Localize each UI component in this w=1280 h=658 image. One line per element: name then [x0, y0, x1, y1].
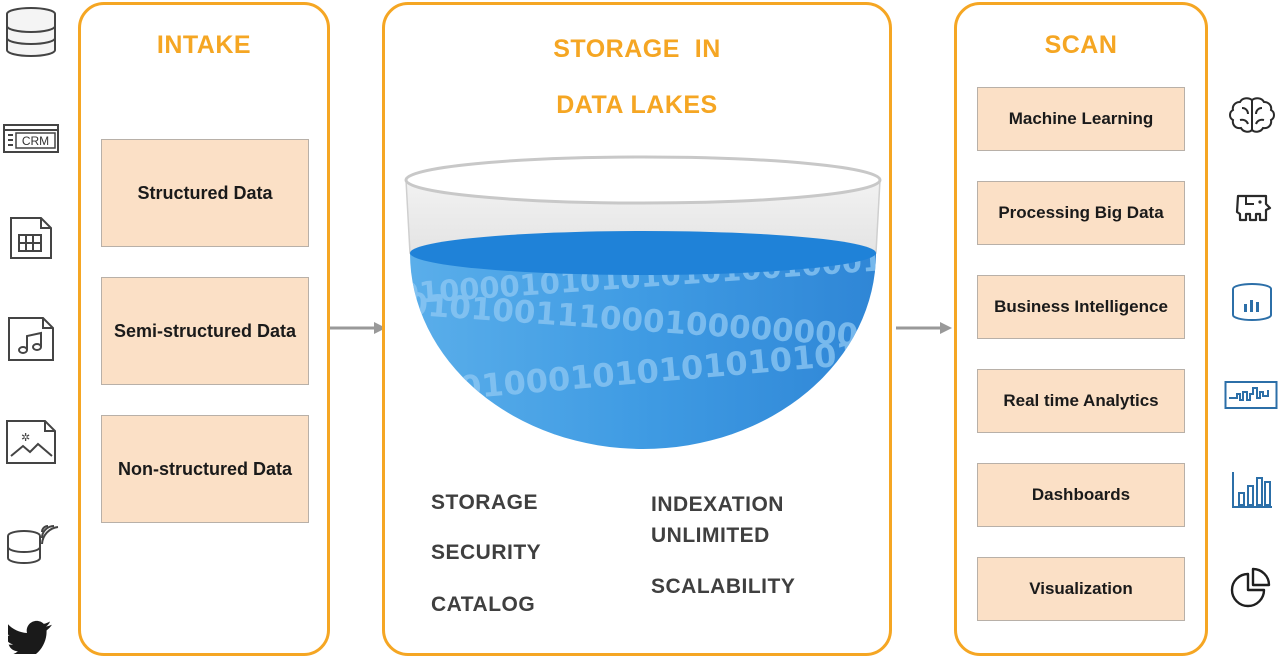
- scan-item-dashboards: Dashboards: [977, 463, 1185, 527]
- crm-icon: CRM: [2, 122, 60, 154]
- intake-panel: INTAKE Structured Data Semi-structured D…: [78, 2, 330, 656]
- feature-scalability: SCALABILITY: [651, 575, 796, 598]
- scan-item-processing-big-data: Processing Big Data: [977, 181, 1185, 245]
- scan-item-real-time-analytics: Real time Analytics: [977, 369, 1185, 433]
- intake-item-structured-data: Structured Data: [101, 139, 309, 247]
- scan-item-machine-learning: Machine Learning: [977, 87, 1185, 151]
- elephant-icon: [1232, 192, 1274, 226]
- feature-unlimited: UNLIMITED: [651, 524, 770, 547]
- feature-security: SECURITY: [431, 541, 542, 564]
- intake-item-semi-structured-data: Semi-structured Data: [101, 277, 309, 385]
- feature-storage: STORAGE: [431, 491, 538, 514]
- image-file-icon: ✲: [4, 418, 58, 466]
- database-icon: [4, 6, 58, 58]
- feature-catalog: CATALOG: [431, 593, 536, 616]
- arrow-storage-to-scan: [896, 318, 954, 343]
- realtime-signal-icon: [1224, 380, 1278, 410]
- storage-title-line2: DATA LAKES: [556, 91, 718, 119]
- scan-item-business-intelligence: Business Intelligence: [977, 275, 1185, 339]
- data-lake-bowl-illustration: 01000010101010101001000101010 0101001110…: [403, 155, 883, 455]
- spreadsheet-file-icon: [8, 216, 54, 260]
- arrow-intake-to-storage: [330, 318, 388, 343]
- feature-indexation: INDEXATION: [651, 493, 784, 516]
- storage-title-line1: STORAGE IN: [553, 35, 721, 63]
- database-chart-icon: [1230, 282, 1274, 322]
- intake-title: INTAKE: [156, 31, 252, 59]
- music-file-icon: [6, 316, 56, 362]
- twitter-bird-icon: [8, 620, 54, 654]
- brain-icon: [1228, 96, 1276, 136]
- scan-panel: SCAN Machine Learning Processing Big Dat…: [954, 2, 1208, 656]
- pie-chart-icon: [1228, 566, 1276, 608]
- intake-item-non-structured-data: Non-structured Data: [101, 415, 309, 523]
- bar-chart-icon: [1230, 470, 1274, 510]
- scan-title: SCAN: [1044, 31, 1118, 59]
- storage-panel: STORAGE IN DATA LAKES: [382, 2, 892, 656]
- svg-text:✲: ✲: [21, 431, 30, 444]
- scan-item-visualization: Visualization: [977, 557, 1185, 621]
- crm-icon-label: CRM: [22, 134, 49, 148]
- wireless-database-icon: [4, 520, 60, 566]
